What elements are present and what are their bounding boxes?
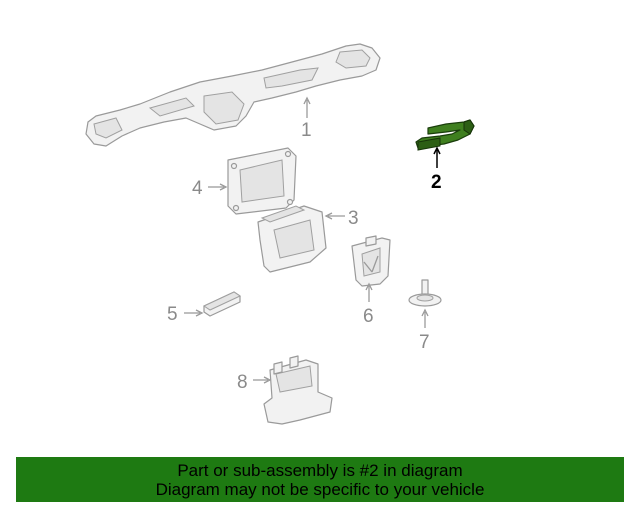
callout-6: 6 — [363, 306, 374, 327]
callout-5: 5 — [167, 304, 178, 325]
banner-line-1: Part or sub-assembly is #2 in diagram — [177, 461, 463, 480]
callout-3: 3 — [348, 208, 359, 229]
callout-8: 8 — [237, 372, 248, 393]
callout-7: 7 — [419, 332, 430, 353]
part-2-bracket[interactable] — [415, 119, 475, 151]
part-1-duct-assembly[interactable] — [85, 43, 381, 147]
info-banner: Part or sub-assembly is #2 in diagram Di… — [16, 457, 624, 502]
banner-line-2: Diagram may not be specific to your vehi… — [155, 480, 485, 499]
part-6-clip[interactable] — [351, 235, 391, 287]
part-5-seal-strip[interactable] — [202, 291, 242, 317]
part-7-grommet[interactable] — [408, 279, 442, 307]
part-8-lower-duct[interactable] — [263, 355, 333, 425]
callout-1: 1 — [301, 120, 312, 141]
part-3-outlet-housing[interactable] — [257, 205, 327, 273]
callout-4: 4 — [192, 178, 203, 199]
part-4-gasket[interactable] — [227, 147, 297, 215]
callout-2: 2 — [431, 172, 442, 193]
